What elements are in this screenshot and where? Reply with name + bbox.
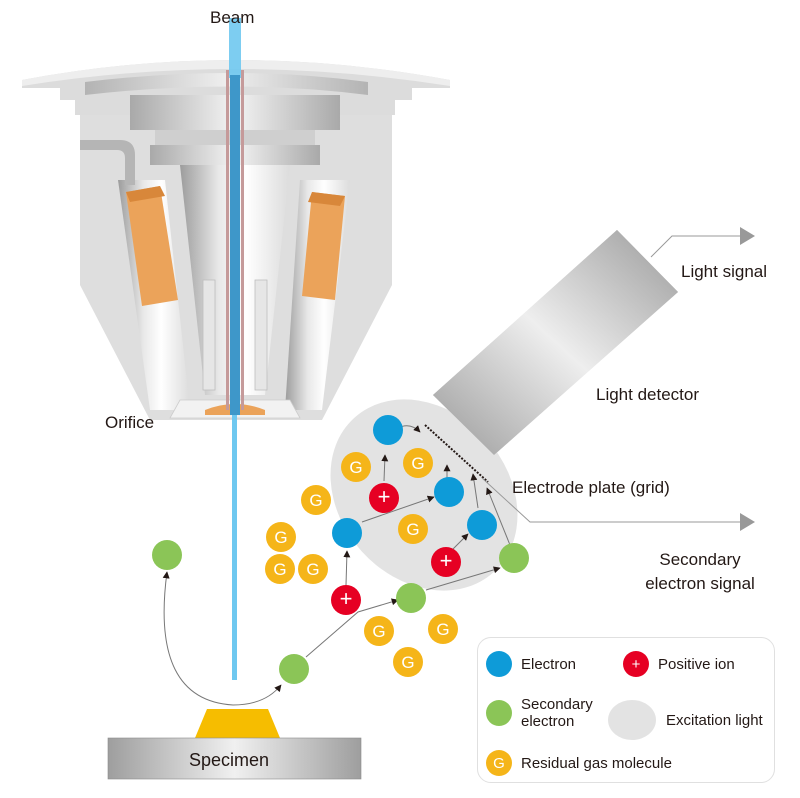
secondary-electron-dot (279, 654, 309, 684)
secondary-signal-line (481, 477, 740, 523)
legend-excitation-light: Excitation light (608, 700, 763, 740)
residual-gas-molecule-dot (428, 614, 458, 644)
plus-glyph: + (378, 484, 391, 509)
positive-ion: + (369, 483, 399, 513)
legend-positive-ion-label: Positive ion (658, 655, 735, 673)
positive-ion: + (331, 585, 361, 615)
secondary-signal-arrow (740, 513, 755, 531)
g-glyph: G (406, 520, 419, 539)
electron (467, 510, 497, 540)
residual-gas-icon: G (486, 750, 512, 776)
residual-gas-molecule: G (428, 614, 458, 644)
coil-right (302, 192, 345, 300)
electron (373, 415, 403, 445)
legend-secondary-line1: Secondary (521, 696, 593, 713)
excitation-light-icon (608, 700, 656, 740)
secondary-signal-label: Secondary electron signal (630, 550, 770, 594)
residual-gas-molecule: G (393, 647, 423, 677)
specimen-label: Specimen (189, 750, 270, 770)
residual-gas-molecule: G (298, 554, 328, 584)
g-glyph: G (411, 454, 424, 473)
coil-left (126, 186, 178, 306)
specimen-stage (107, 737, 362, 780)
legend: Electron + Positive ion Secondary electr… (477, 637, 775, 783)
secondary-electron (396, 583, 426, 613)
secondary-electron (499, 543, 529, 573)
electrode-plate-label: Electrode plate (grid) (512, 478, 670, 497)
secondary-signal-line2: electron signal (645, 574, 755, 593)
secondary-signal-line1: Secondary (659, 550, 741, 569)
g-glyph: G (274, 528, 287, 547)
positive-ion-dot (431, 547, 461, 577)
residual-gas-molecule-dot (266, 522, 296, 552)
secondary-electron-icon (486, 700, 512, 726)
excitation-light-region (330, 399, 518, 591)
light-signal-label: Light signal (681, 262, 768, 281)
secondary-electron (279, 654, 309, 684)
positive-ion-dot (369, 483, 399, 513)
residual-gas-molecule-dot (301, 485, 331, 515)
residual-gas-molecule-dot (393, 647, 423, 677)
residual-gas-molecule: G (341, 452, 371, 482)
residual-gas-molecule: G (398, 514, 428, 544)
residual-gas-molecule-dot (398, 514, 428, 544)
residual-gas-molecule: G (266, 522, 296, 552)
legend-residual-gas: G Residual gas molecule (486, 750, 672, 776)
plus-glyph: + (340, 586, 353, 611)
light-signal-arrow (740, 227, 755, 245)
positive-ion: + (431, 547, 461, 577)
legend-residual-gas-label: Residual gas molecule (521, 754, 672, 772)
residual-gas-molecule: G (403, 448, 433, 478)
residual-gas-molecule-dot (265, 554, 295, 584)
residual-gas-molecule: G (364, 616, 394, 646)
g-glyph: G (401, 653, 414, 672)
g-glyph: G (309, 491, 322, 510)
electron-icon (486, 651, 512, 677)
secondary-electron-dot (396, 583, 426, 613)
electron (434, 477, 464, 507)
g-glyph: G (436, 620, 449, 639)
electron (332, 518, 362, 548)
residual-gas-molecule-dot (341, 452, 371, 482)
electron-dot (467, 510, 497, 540)
g-glyph: G (273, 560, 286, 579)
electron-dot (434, 477, 464, 507)
electron-dot (373, 415, 403, 445)
residual-gas-molecule-dot (403, 448, 433, 478)
legend-excitation-light-label: Excitation light (666, 711, 763, 729)
legend-secondary-electron-label: Secondary electron (521, 696, 593, 730)
residual-gas-molecule: G (265, 554, 295, 584)
legend-secondary-line2: electron (521, 713, 575, 730)
residual-gas-molecule-dot (364, 616, 394, 646)
secondary-electron (152, 540, 182, 570)
electrode-grid (424, 424, 489, 483)
electron-beam (229, 18, 241, 78)
legend-positive-ion: + Positive ion (623, 651, 735, 677)
legend-secondary-electron: Secondary electron (486, 696, 593, 730)
electron-dot (332, 518, 362, 548)
beam-label: Beam (210, 8, 255, 27)
legend-electron: Electron (486, 651, 576, 677)
light-signal-line (650, 235, 740, 258)
legend-electron-label: Electron (521, 655, 577, 673)
orifice-label: Orifice (105, 413, 155, 432)
plus-glyph: + (440, 548, 453, 573)
positive-ion-icon: + (623, 651, 649, 677)
gas-pipe (80, 140, 135, 185)
positive-ion-dot (331, 585, 361, 615)
residual-gas-molecule-dot (298, 554, 328, 584)
secondary-electron-dot (499, 543, 529, 573)
light-detector-label: Light detector (596, 385, 700, 404)
g-glyph: G (349, 458, 362, 477)
secondary-electron-dot (152, 540, 182, 570)
g-glyph: G (306, 560, 319, 579)
specimen-sample (195, 709, 280, 738)
g-glyph: G (372, 622, 385, 641)
residual-gas-molecule: G (301, 485, 331, 515)
